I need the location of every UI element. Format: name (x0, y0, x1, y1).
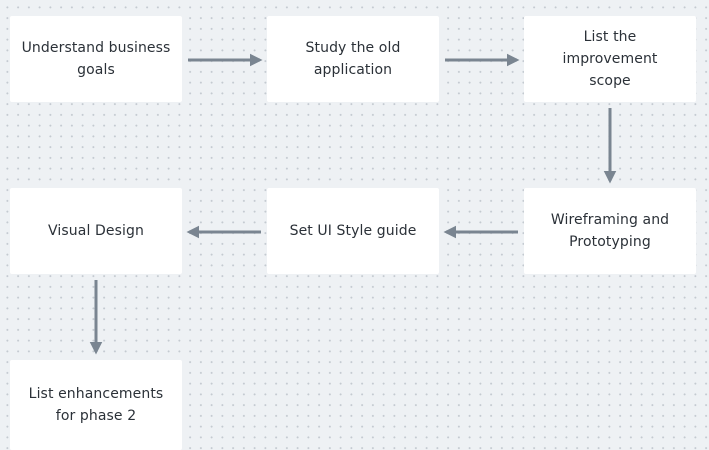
node-list-enhancements-phase-2[interactable]: List enhancements for phase 2 (10, 360, 182, 450)
node-set-ui-style-guide[interactable]: Set UI Style guide (267, 188, 439, 274)
node-label: List the improvement scope (562, 29, 658, 89)
node-wireframing-prototyping[interactable]: Wireframing and Prototyping (524, 188, 696, 274)
node-label: Visual Design (48, 223, 144, 239)
node-label: Wireframing and Prototyping (550, 212, 670, 250)
node-label: Understand business goals (21, 40, 171, 78)
node-label: Set UI Style guide (289, 223, 417, 239)
node-label: Study the old application (305, 40, 401, 78)
node-label: List enhancements for phase 2 (28, 386, 164, 424)
node-list-improvement-scope[interactable]: List the improvement scope (524, 16, 696, 102)
node-understand-business-goals[interactable]: Understand business goals (10, 16, 182, 102)
node-visual-design[interactable]: Visual Design (10, 188, 182, 274)
node-study-old-application[interactable]: Study the old application (267, 16, 439, 102)
